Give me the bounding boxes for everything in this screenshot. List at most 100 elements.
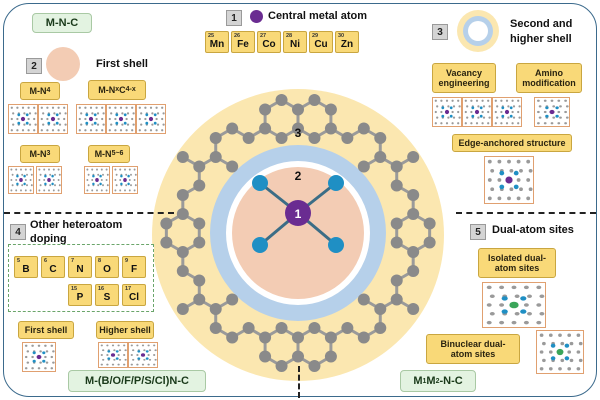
carbon-atom xyxy=(259,122,272,135)
carbon-atom xyxy=(226,160,239,173)
section-4-number: 4 xyxy=(10,224,26,240)
carbon-atom xyxy=(357,293,370,306)
mnxc-sub1: x xyxy=(115,85,120,93)
element-p-symbol: P xyxy=(76,292,84,303)
carbon-atom xyxy=(226,293,239,306)
carbon-atom xyxy=(176,151,189,163)
edge-anchored-text: Edge-anchored structure xyxy=(458,137,566,148)
metal-co-symbol: Co xyxy=(262,39,276,50)
binuclear-line2: atom sites xyxy=(450,349,496,359)
mn56-base: M-N xyxy=(94,148,112,159)
carbon-atom xyxy=(292,331,304,344)
element-n-number: 7 xyxy=(71,258,75,264)
mn3-sub: 3 xyxy=(46,149,51,157)
carbon-atom xyxy=(193,236,206,249)
carbon-atom xyxy=(390,274,403,287)
carbon-atom xyxy=(407,151,420,163)
carbon-atom xyxy=(259,331,272,344)
shell-label-3: 3 xyxy=(295,126,302,140)
element-cl-symbol: Cl xyxy=(129,292,139,303)
thumb-vacancy-a xyxy=(432,97,462,127)
central-metal-atom xyxy=(285,200,311,226)
carbon-atom xyxy=(242,322,255,334)
element-s-number: 16 xyxy=(98,286,105,292)
metal-fe-symbol: Fe xyxy=(237,39,249,50)
section-2-number: 2 xyxy=(26,58,42,74)
element-n-symbol: N xyxy=(76,264,84,275)
carbon-atom xyxy=(209,151,222,163)
thumb-vacancy-b xyxy=(462,97,492,127)
central-metal-icon xyxy=(250,10,263,23)
vacancy-engineering-label: Vacancy engineering xyxy=(432,63,496,93)
coordination-bonds xyxy=(252,175,344,253)
section-3-number: 3 xyxy=(432,24,448,40)
carbon-atom xyxy=(423,236,436,249)
m1m2-sub1: 1 xyxy=(422,377,427,385)
carbon-atom xyxy=(324,103,337,116)
carbon-atom xyxy=(176,303,189,315)
carbon-atom xyxy=(374,303,387,315)
carbon-atom xyxy=(357,331,370,344)
thumb-hetero-higher-a xyxy=(98,342,128,368)
section-5-title: Dual-atom sites xyxy=(492,224,574,236)
mn4-sub: 4 xyxy=(46,86,51,94)
first-shell-icon xyxy=(46,47,80,81)
metal-zn-number: 30 xyxy=(338,33,345,39)
element-f-number: 9 xyxy=(125,258,129,264)
carbon-atom xyxy=(160,236,173,249)
thumb-mnxc-a xyxy=(76,104,106,134)
section-3-title-line1: Second and xyxy=(510,18,573,30)
section-4-title-line2: doping xyxy=(30,233,67,245)
hetero-higher-shell-text: Higher shell xyxy=(99,324,151,335)
hetero-first-shell-label: First shell xyxy=(18,321,74,339)
thumb-mn4-a xyxy=(8,104,38,134)
vacancy-line1: Vacancy xyxy=(445,67,483,78)
carbon-atom xyxy=(193,293,206,306)
amino-line1: Amino xyxy=(535,67,563,78)
carbon-atom xyxy=(292,122,304,135)
m1m2-m2: M xyxy=(426,375,436,387)
carbon-atom xyxy=(193,160,206,173)
carbon-atom xyxy=(374,132,387,144)
thumb-mn56-b xyxy=(112,166,138,194)
carbon-atom xyxy=(259,103,272,116)
carbon-atom xyxy=(308,322,321,334)
carbon-atom xyxy=(308,360,321,372)
m-heteroatom-nc-text: M-(B/O/F/P/S/Cl)N-C xyxy=(85,375,189,387)
carbon-atom xyxy=(390,293,403,306)
mnxc-mid: C xyxy=(119,84,126,95)
element-p-number: 15 xyxy=(71,286,78,292)
carbon-atom xyxy=(324,350,337,363)
carbon-atom xyxy=(209,132,222,144)
carbon-atom xyxy=(407,246,420,258)
carbon-atom xyxy=(390,160,403,173)
carbon-atom xyxy=(209,322,222,334)
m1m2-m1: M xyxy=(413,375,423,387)
carbon-atom xyxy=(390,179,403,192)
mn3-base: M-N xyxy=(29,148,47,159)
carbon-atom xyxy=(357,160,370,173)
carbon-atom xyxy=(341,132,354,144)
first-shell-disk xyxy=(232,167,364,299)
carbon-atom xyxy=(374,322,387,334)
carbon-atom xyxy=(357,122,370,135)
element-b-symbol: B xyxy=(22,264,30,275)
metal-mn-symbol: Mn xyxy=(209,39,225,50)
carbon-atom xyxy=(374,151,387,163)
metal-zn-symbol: Zn xyxy=(340,39,354,50)
divider-bottom xyxy=(298,366,300,398)
carbon-atom xyxy=(324,331,337,344)
thumb-amino xyxy=(534,97,570,127)
thumb-mn3-b xyxy=(36,166,62,194)
metal-ni-symbol: Ni xyxy=(290,39,300,50)
thumb-vacancy-c xyxy=(492,97,522,127)
carbon-atom xyxy=(275,322,288,334)
